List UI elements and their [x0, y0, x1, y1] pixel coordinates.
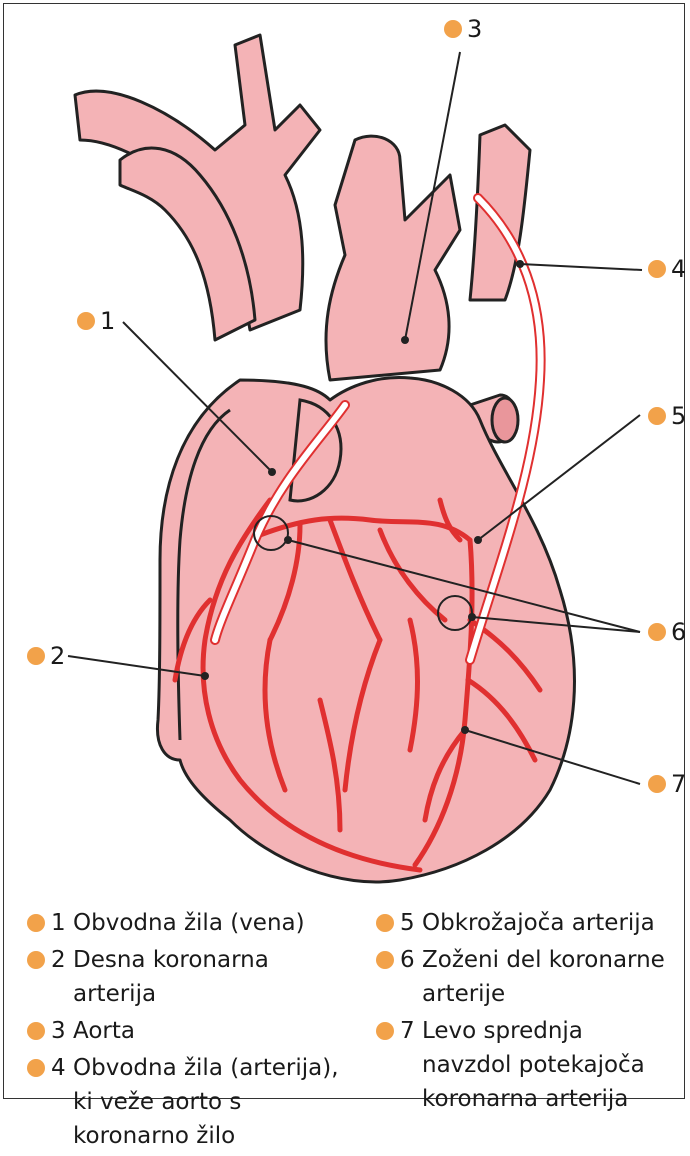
callout-5: 5 — [648, 404, 686, 428]
callout-number: 5 — [671, 404, 686, 428]
legend-number: 5 — [400, 906, 422, 940]
callout-number: 3 — [467, 17, 482, 41]
legend-text: Zoženi del koronarne arterije — [422, 943, 666, 1011]
orange-dot-icon — [376, 951, 394, 969]
orange-dot-icon — [27, 951, 45, 969]
callout-6: 6 — [648, 620, 686, 644]
orange-dot-icon — [27, 1059, 45, 1077]
legend-text: Obvodna žila (vena) — [73, 906, 355, 940]
legend-text: Obvodna žila (arterija), ki veže aorto s… — [73, 1051, 355, 1153]
pulmonary-stump-opening — [492, 398, 518, 442]
legend-item: 7 Levo sprednja navzdol potekajoča koron… — [376, 1014, 666, 1116]
orange-dot-icon — [376, 1022, 394, 1040]
legend-number: 7 — [400, 1014, 422, 1048]
legend-number: 6 — [400, 943, 422, 977]
legend-number: 3 — [51, 1014, 73, 1048]
right-vessel-branch — [470, 125, 530, 300]
callout-number: 1 — [100, 309, 115, 333]
legend-column-left: 1 Obvodna žila (vena) 2 Desna koronarna … — [27, 906, 355, 1156]
orange-dot-icon — [27, 647, 45, 665]
legend-item: 1 Obvodna žila (vena) — [27, 906, 355, 940]
legend-item: 2 Desna koronarna arterija — [27, 943, 355, 1011]
legend-item: 5 Obkrožajoča arterija — [376, 906, 666, 940]
callout-number: 7 — [671, 772, 686, 796]
legend-text: Levo sprednja navzdol potekajoča koronar… — [422, 1014, 666, 1116]
legend-text: Aorta — [73, 1014, 355, 1048]
aorta-trunk — [326, 136, 460, 380]
orange-dot-icon — [27, 914, 45, 932]
legend-item: 4 Obvodna žila (arterija), ki veže aorto… — [27, 1051, 355, 1153]
leader-line-4 — [520, 264, 642, 270]
orange-dot-icon — [27, 1022, 45, 1040]
legend-column-right: 5 Obkrožajoča arterija 6 Zoženi del koro… — [376, 906, 666, 1119]
orange-dot-icon — [648, 407, 666, 425]
legend-number: 4 — [51, 1051, 73, 1085]
callout-number: 4 — [671, 257, 686, 281]
legend-text: Desna koronarna arterija — [73, 943, 355, 1011]
great-vessels — [75, 35, 530, 442]
orange-dot-icon — [648, 260, 666, 278]
orange-dot-icon — [648, 775, 666, 793]
callout-number: 6 — [671, 620, 686, 644]
orange-dot-icon — [444, 20, 462, 38]
legend-item: 3 Aorta — [27, 1014, 355, 1048]
callout-4: 4 — [648, 257, 686, 281]
legend-number: 2 — [51, 943, 73, 977]
callout-3: 3 — [444, 17, 482, 41]
orange-dot-icon — [376, 914, 394, 932]
legend-text: Obkrožajoča arterija — [422, 906, 666, 940]
callout-number: 2 — [50, 644, 65, 668]
orange-dot-icon — [77, 312, 95, 330]
callout-1: 1 — [77, 309, 115, 333]
callout-7: 7 — [648, 772, 686, 796]
legend-number: 1 — [51, 906, 73, 940]
orange-dot-icon — [648, 623, 666, 641]
callout-2: 2 — [27, 644, 65, 668]
legend-item: 6 Zoženi del koronarne arterije — [376, 943, 666, 1011]
